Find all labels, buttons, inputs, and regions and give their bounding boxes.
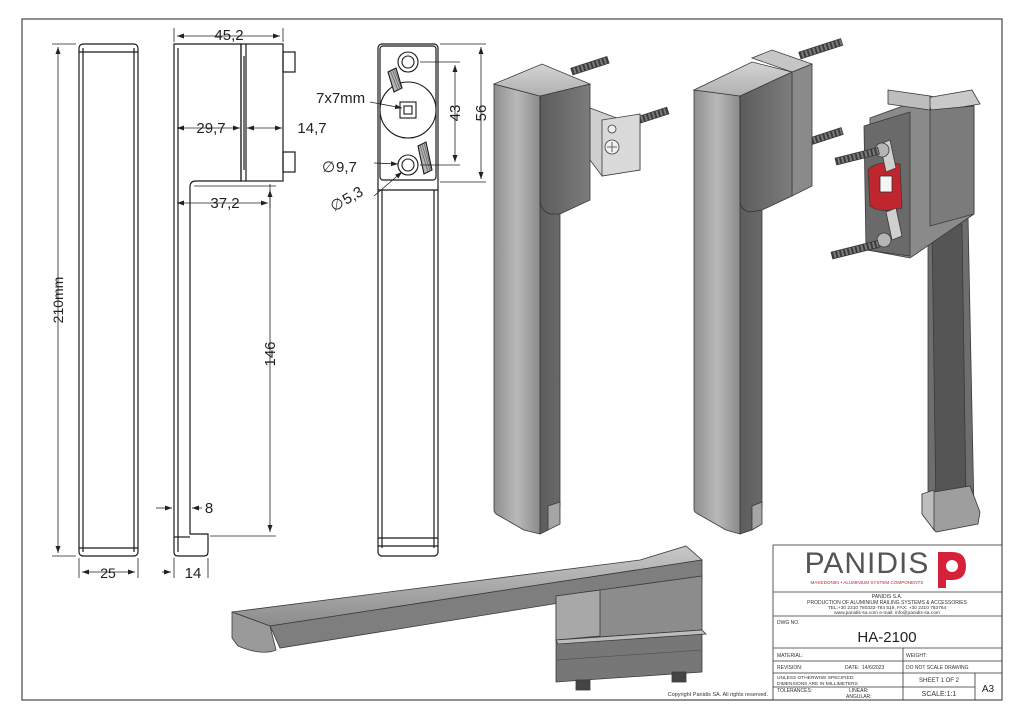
dim-14 (162, 558, 209, 578)
rosette-detail (379, 51, 437, 176)
dim-label-45-2: 45,2 (214, 27, 243, 44)
back-view (377, 43, 439, 557)
handle-render-4 (231, 545, 707, 691)
hole-large-diameter-symbol: ∅ (322, 159, 335, 176)
dim-43-56 (420, 43, 486, 183)
scale-value: SCALE:1:1 (922, 691, 957, 698)
dim-146 (194, 185, 276, 537)
date-value: 14/6/2023 (862, 665, 884, 671)
unless-specified-line-2: DIMENSIONS ARE IN MILLIMETERS (777, 681, 858, 687)
contact-line-1: TEL:+30 2310 780332-784 519, FAX: +30 23… (828, 605, 947, 611)
dim-label-29-7: 29,7 (196, 120, 225, 137)
company-name: PANIDIS S.A. (872, 594, 902, 600)
weight-label: WEIGHT: (906, 653, 927, 659)
contact-line-2: www.panidis-sa.com e-mail: info@panidis-… (834, 610, 940, 616)
sheet-number: SHEET 1 OF 2 (919, 678, 960, 684)
angular-label: ANGULAR: (846, 694, 872, 700)
dim-label-hole-small-group: ∅ 5,3 (328, 183, 367, 215)
dim-label-14: 14 (185, 565, 202, 582)
leader-7x7 (369, 101, 403, 110)
dim-25 (78, 558, 139, 578)
date-label: DATE: (845, 665, 859, 671)
dwg-no-label: DWG NO. (777, 620, 800, 626)
unless-specified-line-1: UNLESS OTHERWISE SPECIFIED: (777, 675, 854, 681)
sheet-border (21, 18, 1003, 701)
dim-label-37-2: 37,2 (210, 195, 239, 212)
revision-label: REVISION: (777, 665, 802, 671)
dim-label-14-7: 14,7 (297, 120, 326, 137)
sheet-size: A3 (982, 684, 995, 695)
dim-label-hole-large: 9,7 (336, 159, 357, 176)
copyright-notice: Copyright Panidis SA. All rights reserve… (668, 692, 769, 698)
side-view (173, 43, 296, 557)
dim-label-25: 25 (100, 565, 116, 581)
handle-render-3 (830, 89, 981, 533)
dim-label-43: 43 (447, 105, 464, 122)
dim-label-56: 56 (473, 105, 490, 122)
handle-render-1 (492, 55, 670, 535)
dim-label-8: 8 (205, 500, 213, 517)
linear-label: LINEAR: (849, 688, 868, 694)
do-not-scale: DO NOT SCALE DRAWING (906, 665, 969, 671)
dim-45-2 (173, 28, 284, 42)
company-logo-text: PANIDIS (805, 547, 930, 580)
tolerances-label: TOLERANCES: (777, 688, 812, 694)
dim-210 (52, 43, 76, 557)
title-block (772, 544, 1003, 701)
material-label: MATERIAL: (777, 653, 803, 659)
logo-tagline: MAKEDONIKI • ALUMINIUM SYSTEM COMPONENTS (811, 580, 924, 585)
brand-p-icon (938, 552, 966, 588)
dim-label-146: 146 (262, 341, 279, 366)
front-view (78, 43, 139, 557)
company-description: PRODUCTION OF ALUMINIUM RAILING SYSTEMS … (807, 600, 967, 606)
dim-label-7x7mm: 7x7mm (316, 90, 365, 107)
dim-label-210mm: 210mm (50, 277, 66, 324)
leader-d9-7 (373, 161, 399, 167)
handle-render-2 (692, 38, 844, 535)
dwg-number: HA-2100 (857, 629, 916, 646)
leader-d5-3 (373, 171, 403, 197)
